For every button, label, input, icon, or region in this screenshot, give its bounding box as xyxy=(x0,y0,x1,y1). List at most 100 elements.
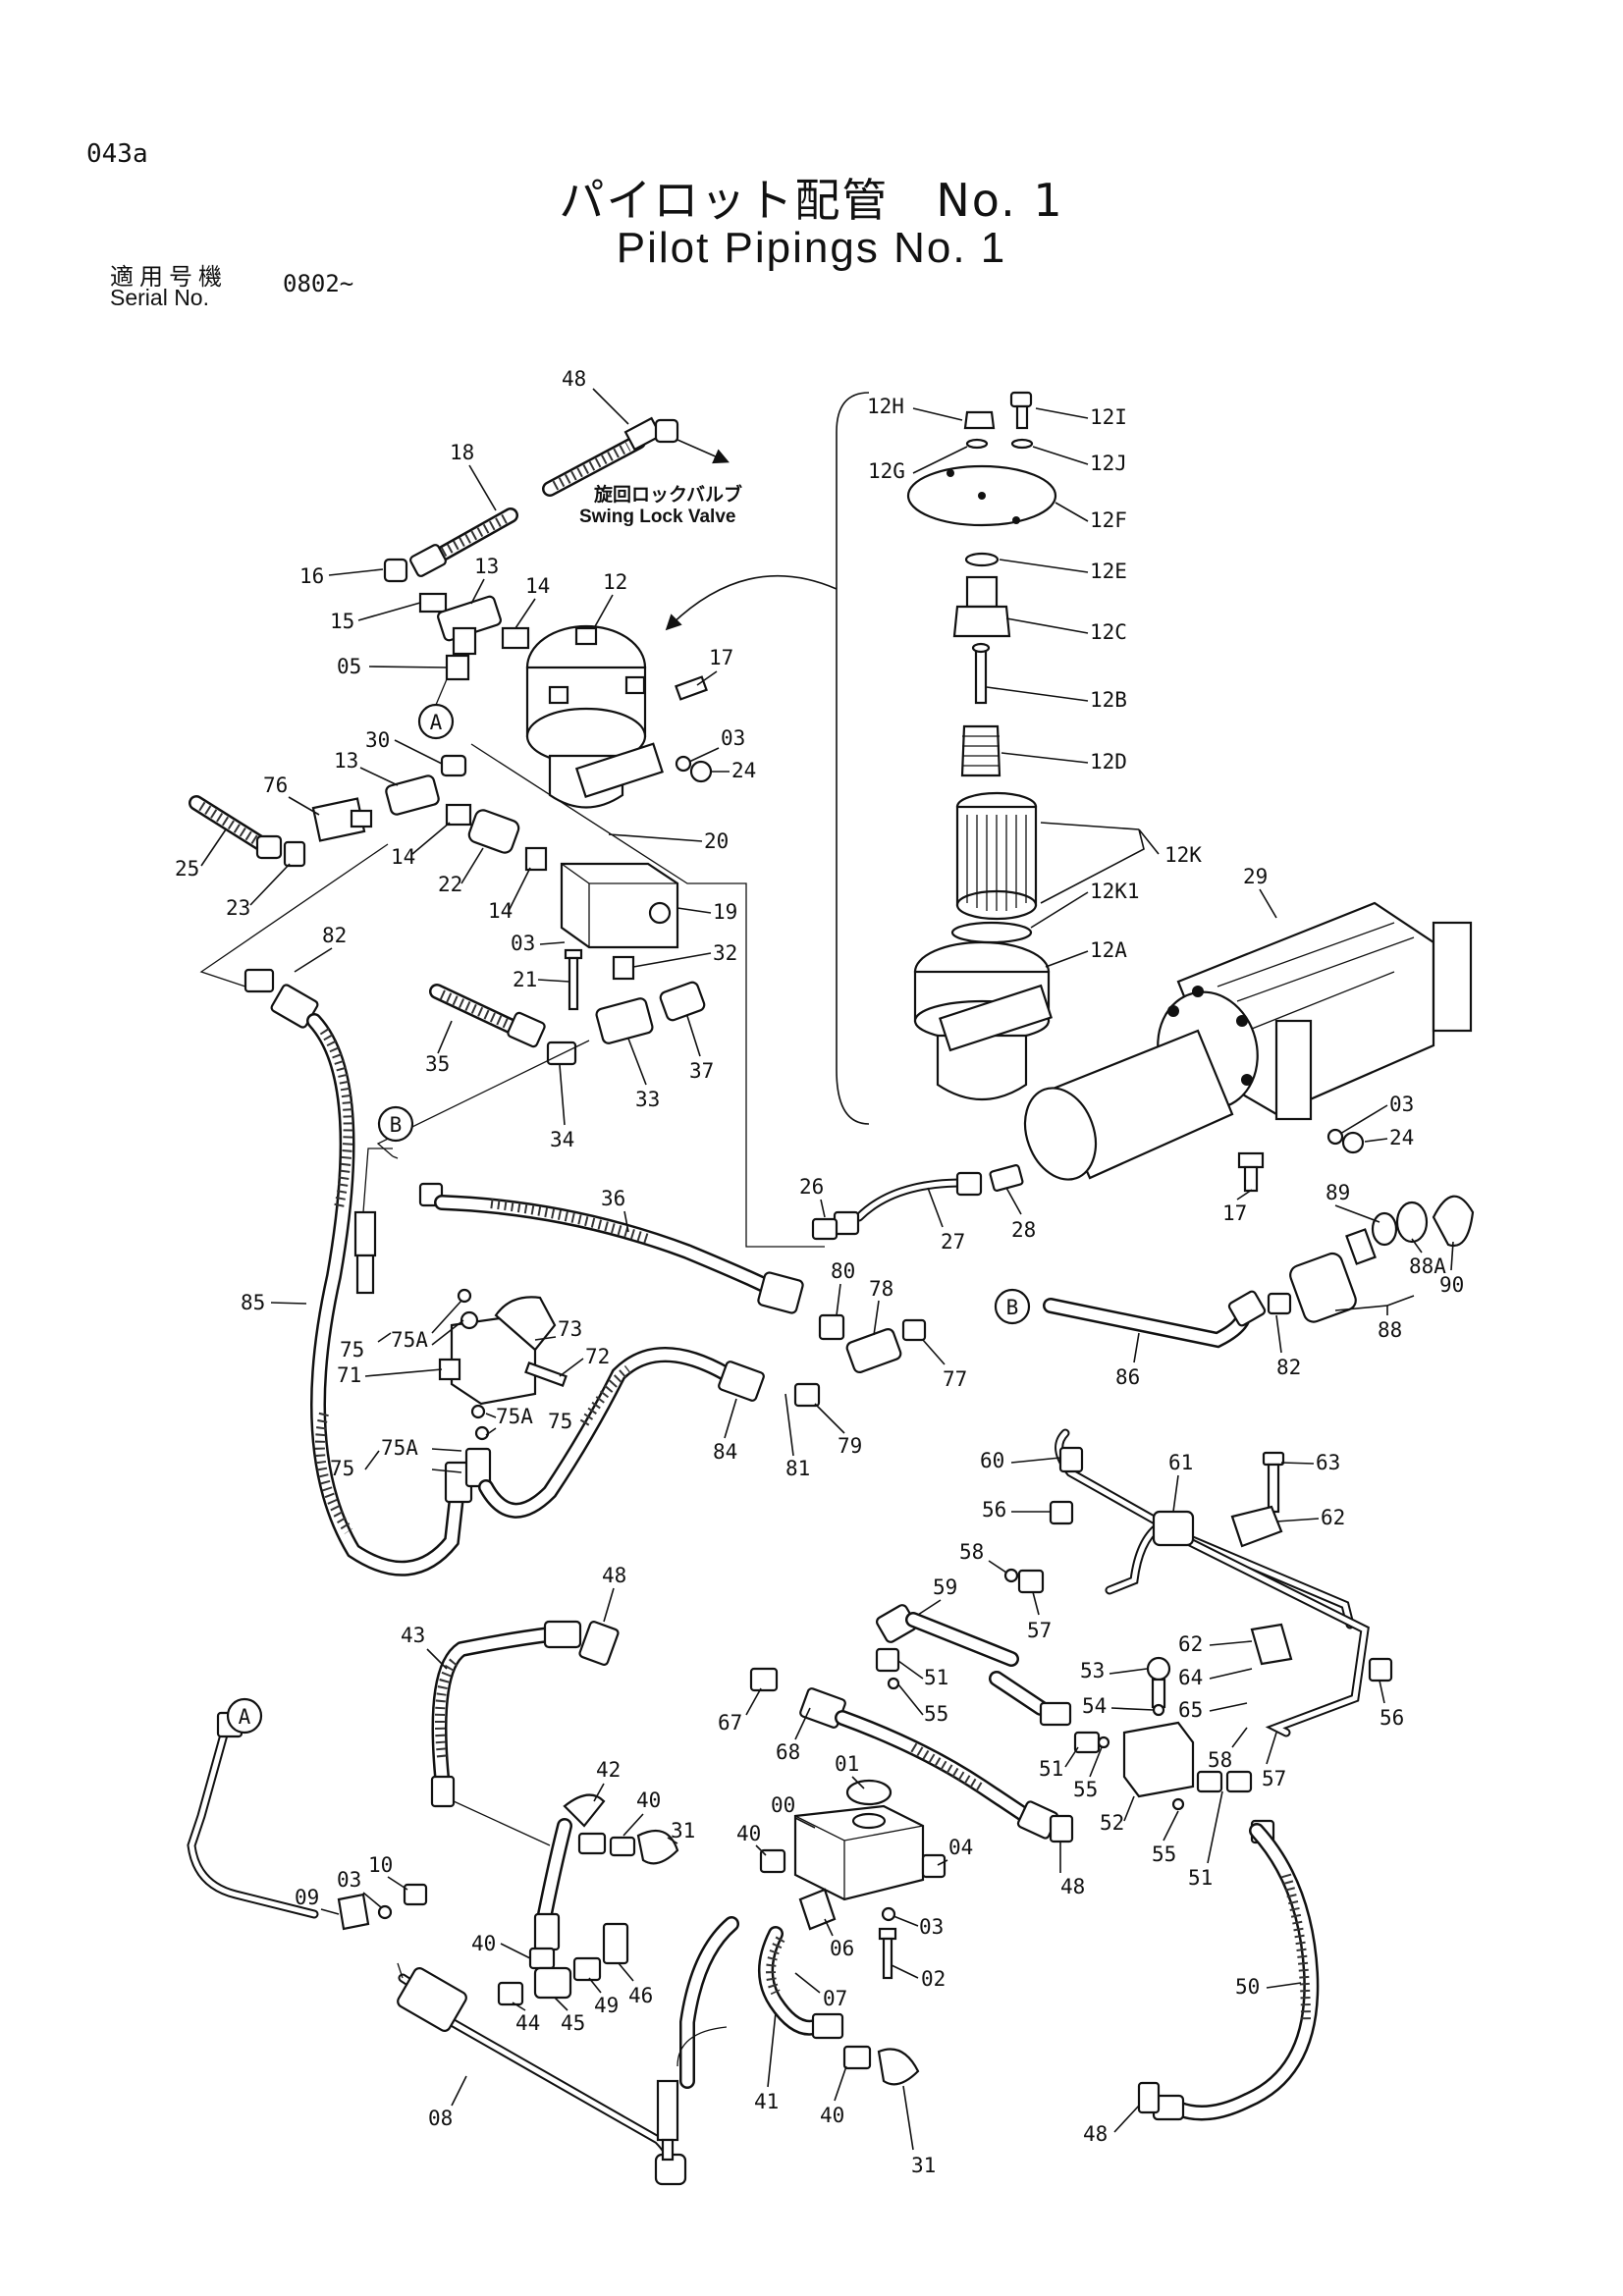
label-30: 30 xyxy=(365,728,390,752)
label-13-lower: 13 xyxy=(334,749,358,773)
fittings-40-31-upper xyxy=(577,1829,679,1865)
label-76: 76 xyxy=(263,774,288,797)
label-25: 25 xyxy=(175,857,199,881)
hose-41 xyxy=(679,1916,920,2089)
label-20: 20 xyxy=(704,829,729,853)
fittings-06-03-02 xyxy=(798,1888,897,1980)
label-54: 54 xyxy=(1082,1694,1107,1718)
label-40-lower: 40 xyxy=(820,2104,844,2127)
pipe-08 xyxy=(397,1967,687,2186)
label-14-top: 14 xyxy=(525,574,550,598)
label-51-upper: 51 xyxy=(924,1666,948,1689)
label-72: 72 xyxy=(585,1345,610,1368)
label-49: 49 xyxy=(594,1994,619,2017)
hose-86 xyxy=(1043,1290,1292,1349)
ref-label-A: A xyxy=(430,711,443,734)
label-12D: 12D xyxy=(1090,750,1127,774)
label-89: 89 xyxy=(1325,1181,1350,1204)
bolt-17-right xyxy=(1237,1151,1265,1193)
label-62-lower: 62 xyxy=(1178,1632,1203,1656)
label-88: 88 xyxy=(1378,1318,1402,1342)
label-65: 65 xyxy=(1178,1698,1203,1722)
label-16: 16 xyxy=(299,564,324,588)
label-43: 43 xyxy=(401,1624,425,1647)
label-03-clamp: 03 xyxy=(337,1868,361,1892)
tee-13-lower xyxy=(385,774,440,816)
label-75-right: 75 xyxy=(548,1410,572,1433)
exploded-view-bracket xyxy=(665,392,870,1125)
label-75A-right: 75A xyxy=(496,1405,533,1428)
pressure-switch-88 xyxy=(1289,1195,1475,1323)
label-03-top: 03 xyxy=(721,726,745,750)
label-40-valve: 40 xyxy=(736,1822,761,1845)
label-24-right: 24 xyxy=(1389,1126,1414,1149)
tee-78-fittings-80-77 xyxy=(818,1313,927,1373)
label-81: 81 xyxy=(785,1457,810,1480)
oring-12E xyxy=(964,552,1000,567)
page-code: 043a xyxy=(86,139,148,169)
label-44: 44 xyxy=(515,2011,540,2035)
label-68: 68 xyxy=(776,1740,800,1764)
label-28: 28 xyxy=(1011,1218,1036,1242)
label-51-lower: 51 xyxy=(1188,1866,1213,1890)
ref-label-B-right: B xyxy=(1006,1296,1019,1319)
label-17-right: 17 xyxy=(1222,1201,1247,1225)
label-36: 36 xyxy=(601,1187,625,1210)
label-88A: 88A xyxy=(1409,1255,1446,1278)
label-17-top: 17 xyxy=(709,646,733,669)
label-12C: 12C xyxy=(1090,620,1127,644)
bolt-63-clamp-62 xyxy=(1230,1451,1293,1666)
label-71: 71 xyxy=(337,1363,361,1387)
label-08: 08 xyxy=(428,2107,453,2130)
hose-35 xyxy=(429,984,546,1048)
label-01: 01 xyxy=(835,1752,859,1776)
label-52: 52 xyxy=(1100,1811,1124,1835)
label-75A-lower: 75A xyxy=(381,1436,418,1460)
label-12E: 12E xyxy=(1090,560,1127,583)
fittings-56-57-58 xyxy=(1003,1500,1393,1682)
label-42: 42 xyxy=(596,1758,621,1782)
pilot-filter-12 xyxy=(525,624,664,809)
note-swing-lock-jp: 旋回ロックバルブ xyxy=(593,483,742,506)
label-12H: 12H xyxy=(867,395,904,418)
valve-19 xyxy=(560,862,679,949)
label-19: 19 xyxy=(713,900,737,924)
label-53: 53 xyxy=(1080,1659,1105,1682)
label-12G: 12G xyxy=(868,459,905,483)
reference-B-right: B xyxy=(994,1288,1031,1325)
label-13-top: 13 xyxy=(474,555,499,578)
label-55-upper: 55 xyxy=(924,1702,948,1726)
label-80: 80 xyxy=(831,1259,855,1283)
label-85: 85 xyxy=(241,1291,265,1314)
label-06: 06 xyxy=(830,1937,854,1960)
label-61: 61 xyxy=(1168,1451,1193,1474)
label-04: 04 xyxy=(948,1836,973,1859)
reference-B-left: B xyxy=(377,1105,414,1143)
label-64: 64 xyxy=(1178,1666,1203,1689)
spring-12D xyxy=(960,724,1001,777)
hose-82-85 xyxy=(243,968,473,1576)
rod-12B xyxy=(971,642,991,705)
hose-50 xyxy=(1137,1823,1320,2121)
accumulator-29 xyxy=(1023,901,1473,1181)
label-41: 41 xyxy=(754,2090,779,2113)
hose-36 xyxy=(418,1182,804,1314)
label-57-lower: 57 xyxy=(1262,1767,1286,1790)
serial-number-range: 0802~ xyxy=(283,270,354,297)
label-78: 78 xyxy=(869,1277,893,1301)
label-29: 29 xyxy=(1243,865,1268,888)
title-english: Pilot Pipings No. 1 xyxy=(616,224,1007,272)
fitting-26 xyxy=(811,1217,839,1241)
label-67: 67 xyxy=(718,1711,742,1735)
reference-A-top: A xyxy=(417,678,455,740)
pipe-27 xyxy=(833,1164,1024,1236)
label-75-lower: 75 xyxy=(330,1457,354,1480)
label-02: 02 xyxy=(921,1967,946,1991)
label-40-left: 40 xyxy=(471,1932,496,1955)
label-09: 09 xyxy=(295,1886,319,1909)
label-12: 12 xyxy=(603,570,627,594)
label-50: 50 xyxy=(1235,1975,1260,1999)
label-12K1: 12K1 xyxy=(1090,880,1140,903)
valve-71-73 xyxy=(438,1288,568,1441)
label-59: 59 xyxy=(933,1575,957,1599)
